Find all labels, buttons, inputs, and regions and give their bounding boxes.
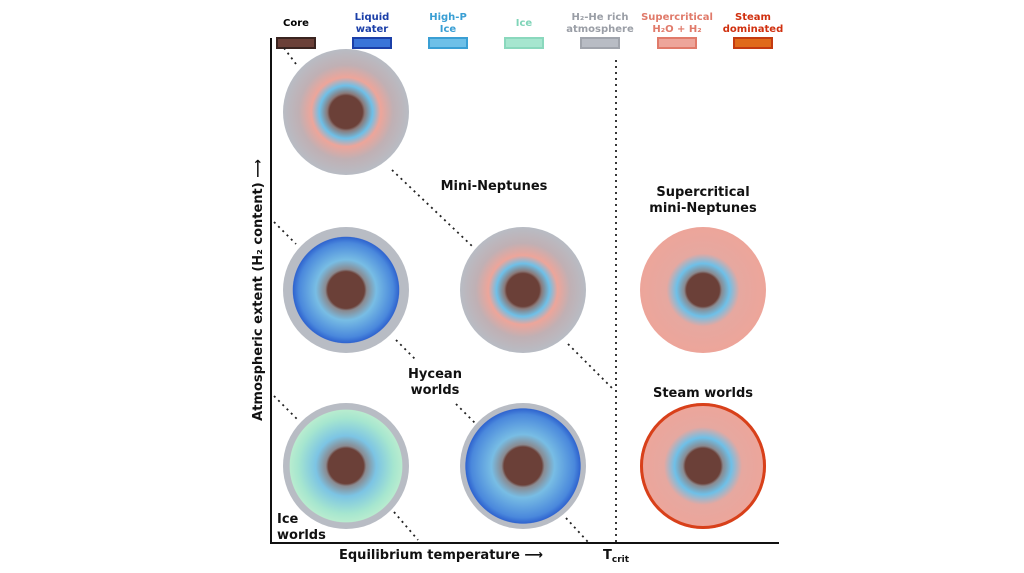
x-axis-label: Equilibrium temperature ⟶ <box>339 548 543 563</box>
legend-supercritical-swatch <box>657 37 697 49</box>
legend: Core Liquid water High-P Ice Ice H₂-He r… <box>276 12 783 49</box>
legend-ice-swatch <box>504 37 544 49</box>
legend-core-swatch <box>276 37 316 49</box>
legend-supercritical: Supercritical H₂O + H₂ <box>641 12 713 49</box>
planet-mini-neptune-cold <box>283 49 409 175</box>
legend-liquid-water-swatch <box>352 37 392 49</box>
steam-layer-ring <box>640 403 766 529</box>
label-mini-neptunes: Mini-Neptunes <box>441 179 548 194</box>
legend-h2-he-atmosphere: H₂-He rich atmosphere <box>566 12 634 49</box>
boundary-line <box>395 339 417 361</box>
legend-core: Core <box>276 18 316 49</box>
legend-high-p-ice-label2: Ice <box>440 24 457 35</box>
legend-liquid-water: Liquid water <box>352 12 392 49</box>
label-hycean-worlds-line1: Hycean <box>408 367 462 382</box>
legend-supercritical-label: Supercritical <box>641 12 713 23</box>
t-crit-label: Tcrit <box>603 548 630 565</box>
axes: Atmospheric extent (H₂ content) ⟶ Equili… <box>251 38 779 565</box>
legend-steam-swatch <box>733 37 773 49</box>
legend-steam: Steam dominated <box>723 12 783 49</box>
legend-supercritical-label2: H₂O + H₂ <box>652 24 701 35</box>
label-ice-worlds-line2: worlds <box>277 528 326 543</box>
legend-high-p-ice: High-P Ice <box>428 12 468 49</box>
legend-core-label: Core <box>283 18 309 29</box>
boundary-line <box>565 517 589 543</box>
planet-supercritical-mini-neptune <box>640 227 766 353</box>
boundary-line <box>567 343 615 391</box>
y-axis-label: Atmospheric extent (H₂ content) ⟶ <box>251 159 266 421</box>
label-supercritical-mini-neptunes-line1: Supercritical <box>656 185 749 200</box>
t-crit-subscript: crit <box>612 555 630 565</box>
boundary-line <box>273 221 297 245</box>
planet-steam-world <box>640 403 766 529</box>
label-hycean-worlds-line2: worlds <box>411 383 460 398</box>
legend-ice: Ice <box>504 18 544 49</box>
region-boundaries <box>273 47 617 543</box>
legend-steam-label2: dominated <box>723 24 783 35</box>
legend-high-p-ice-label: High-P <box>429 12 467 23</box>
label-supercritical-mini-neptunes-line2: mini-Neptunes <box>649 201 757 216</box>
legend-ice-label: Ice <box>516 18 533 29</box>
label-steam-worlds: Steam worlds <box>653 386 753 401</box>
legend-h2-he-swatch <box>580 37 620 49</box>
boundary-line <box>273 395 299 421</box>
legend-h2-he-label: H₂-He rich <box>572 12 629 23</box>
legend-liquid-water-label: Liquid <box>355 12 390 23</box>
planets <box>283 49 766 529</box>
t-crit-main: T <box>603 548 612 563</box>
legend-high-p-ice-swatch <box>428 37 468 49</box>
label-ice-worlds-line1: Ice <box>277 512 299 527</box>
boundary-line <box>455 403 479 427</box>
planet-mini-neptune-warm <box>460 227 586 353</box>
region-labels: Mini-Neptunes Supercritical mini-Neptune… <box>277 179 757 543</box>
legend-liquid-water-label2: water <box>356 24 389 35</box>
planet-hycean-large-atmosphere <box>283 227 409 353</box>
planet-ice-world <box>283 403 409 529</box>
legend-steam-label: Steam <box>735 12 771 23</box>
boundary-line <box>283 47 297 65</box>
planet-hycean-world <box>460 403 586 529</box>
boundary-line <box>393 511 419 541</box>
boundary-line <box>391 169 473 247</box>
legend-h2-he-label2: atmosphere <box>566 24 634 35</box>
